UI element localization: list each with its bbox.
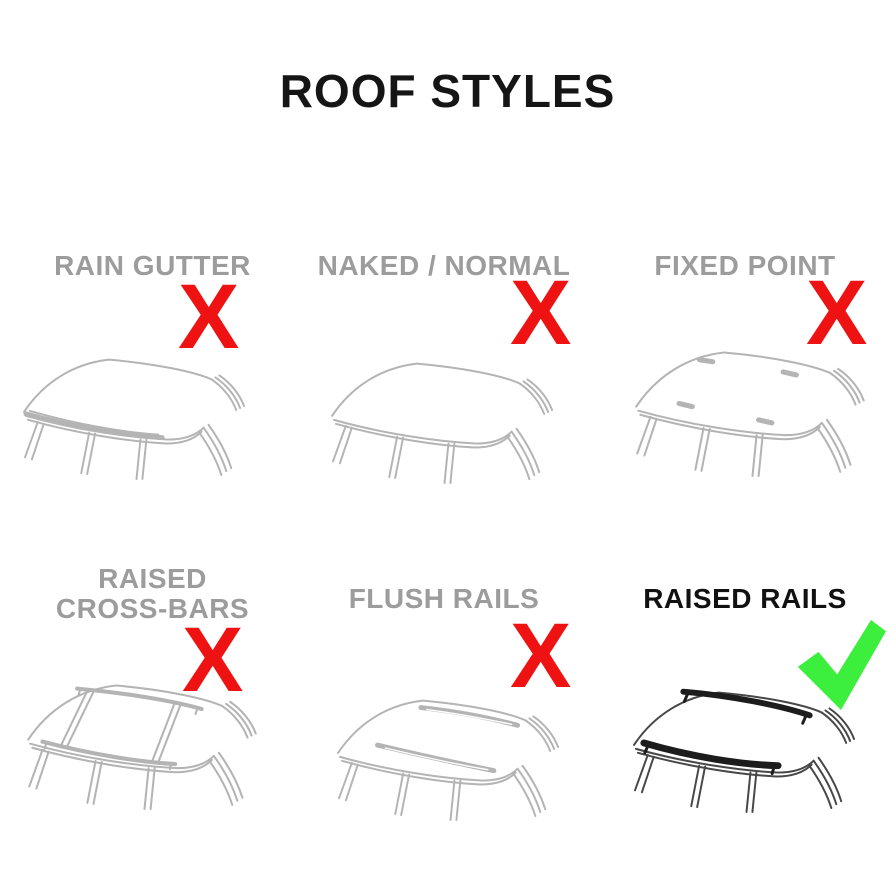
- page-title: ROOF STYLES: [279, 65, 616, 117]
- roof-style-label: FLUSH RAILS: [348, 583, 540, 614]
- roof-drawing-flush-rails-icon: [332, 674, 569, 822]
- roof-drawing-raised-rails-icon: [628, 688, 865, 814]
- roof-style-cell-raised-cross-bars: RAISED CROSS-BARS X: [10, 558, 295, 838]
- roof-drawing-naked-normal-icon: [326, 337, 563, 485]
- roof-style-cell-fixed-point: FIXED POINT X: [598, 245, 892, 495]
- roof-style-label: NAKED / NORMAL: [317, 250, 571, 281]
- x-mark-icon: X: [182, 609, 244, 711]
- x-mark-icon: X: [510, 262, 572, 364]
- check-icon: [797, 620, 886, 710]
- roof-style-label: RAIN GUTTER: [54, 250, 251, 281]
- x-mark-icon: X: [178, 266, 240, 368]
- roof-style-cell-rain-gutter: RAIN GUTTER X: [10, 245, 295, 495]
- x-mark-icon: X: [510, 605, 572, 707]
- x-mark-icon: X: [806, 262, 868, 364]
- roof-drawing-raised-cross-bars-icon: [22, 658, 267, 811]
- roof-style-label: RAISED CROSS-BARS: [55, 563, 250, 625]
- roof-style-label: RAISED RAILS: [643, 583, 847, 614]
- roof-drawing-fixed-point-icon: [630, 325, 875, 478]
- roof-style-cell-raised-rails: RAISED RAILS: [598, 558, 892, 838]
- roof-style-cell-naked-normal: NAKED / NORMAL X: [298, 245, 590, 495]
- roof-style-label: FIXED POINT: [654, 250, 836, 281]
- roof-style-cell-flush-rails: FLUSH RAILS X: [298, 558, 590, 838]
- roof-drawing-rain-gutter-icon: [18, 333, 255, 481]
